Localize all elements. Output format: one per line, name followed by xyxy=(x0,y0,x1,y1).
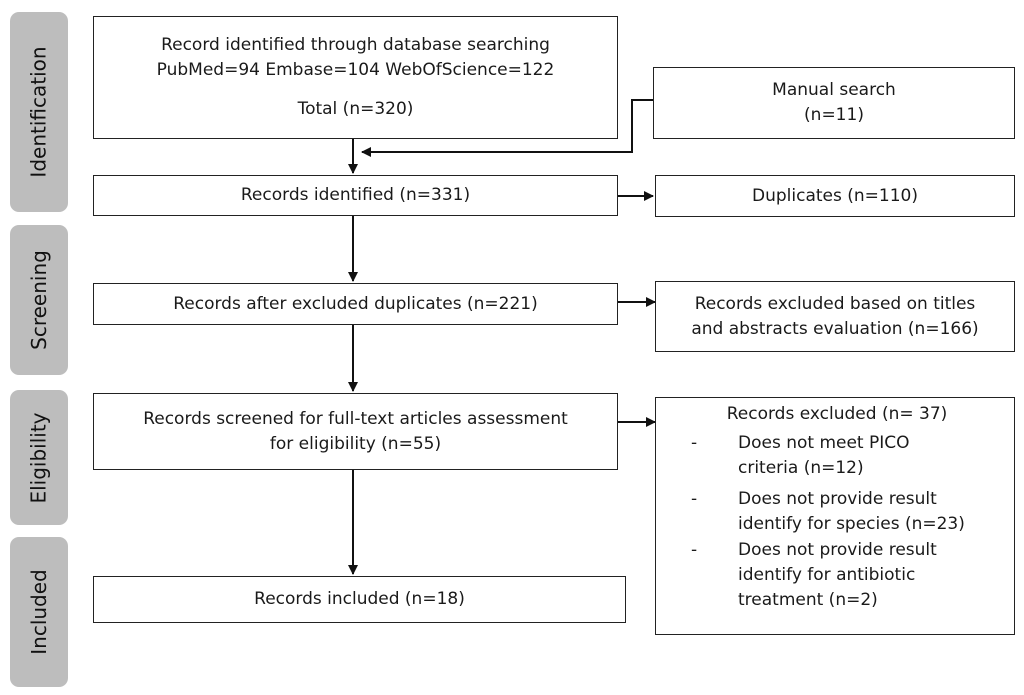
box-excluded-fulltext xyxy=(655,397,1015,635)
box-database-search: Record identified through database searc… xyxy=(93,16,618,139)
reason-line: treatment (n=2) xyxy=(738,590,878,610)
records-included-text: Records included (n=18) xyxy=(254,589,465,609)
screened-line1: Records screened for full-text articles … xyxy=(143,408,568,429)
box-records-identified: Records identified (n=331) xyxy=(93,175,618,216)
list-dash: - xyxy=(691,489,698,509)
box-duplicates: Duplicates (n=110) xyxy=(655,175,1015,217)
reason-line: Does not provide result xyxy=(738,489,937,509)
reason-line: identify for antibiotic xyxy=(738,565,916,585)
reason-line: identify for species (n=23) xyxy=(738,514,965,534)
db-search-line2: PubMed=94 Embase=104 WebOfScience=122 xyxy=(156,60,555,80)
reason-line: criteria (n=12) xyxy=(738,458,864,478)
stage-tab-included: Included xyxy=(10,537,68,687)
screened-line2: for eligibility (n=55) xyxy=(269,433,442,454)
reason-line: Does not meet PICO xyxy=(738,433,910,453)
box-after-duplicates: Records after excluded duplicates (n=221… xyxy=(93,283,618,325)
manual-search-line1: Manual search xyxy=(772,80,896,100)
box-screened-fulltext: Records screened for full-text articles … xyxy=(93,393,618,470)
box-manual-search: Manual search (n=11) xyxy=(653,67,1015,139)
list-item: - Does not provide result identify for a… xyxy=(658,538,1016,613)
excluded-titles-line1: Records excluded based on titles xyxy=(694,293,976,314)
excluded-fulltext-content: Records excluded (n= 37) - Does not meet… xyxy=(658,402,1016,613)
list-dash: - xyxy=(691,433,698,453)
records-identified-text: Records identified (n=331) xyxy=(240,185,471,205)
box-records-included: Records included (n=18) xyxy=(93,576,626,623)
stage-tab-screening: Screening xyxy=(10,225,68,375)
stage-tab-eligibility: Eligibility xyxy=(10,390,68,525)
list-dash: - xyxy=(691,540,698,560)
after-duplicates-text: Records after excluded duplicates (n=221… xyxy=(173,293,538,314)
stage-tab-identification: Identification xyxy=(10,12,68,212)
list-item: - Does not meet PICO criteria (n=12) xyxy=(658,431,1016,481)
manual-search-line2: (n=11) xyxy=(804,105,864,125)
db-search-total: Total (n=320) xyxy=(297,99,414,119)
reason-line: Does not provide result xyxy=(738,540,937,560)
excluded-titles-line2: and abstracts evaluation (n=166) xyxy=(691,318,979,339)
duplicates-text: Duplicates (n=110) xyxy=(752,185,918,206)
list-item: - Does not provide result identify for s… xyxy=(658,487,1016,537)
arrow-manual-to-main xyxy=(361,99,653,157)
db-search-line1: Record identified through database searc… xyxy=(161,35,550,55)
excluded-fulltext-header: Records excluded (n= 37) xyxy=(726,404,948,424)
box-excluded-titles: Records excluded based on titles and abs… xyxy=(655,281,1015,352)
